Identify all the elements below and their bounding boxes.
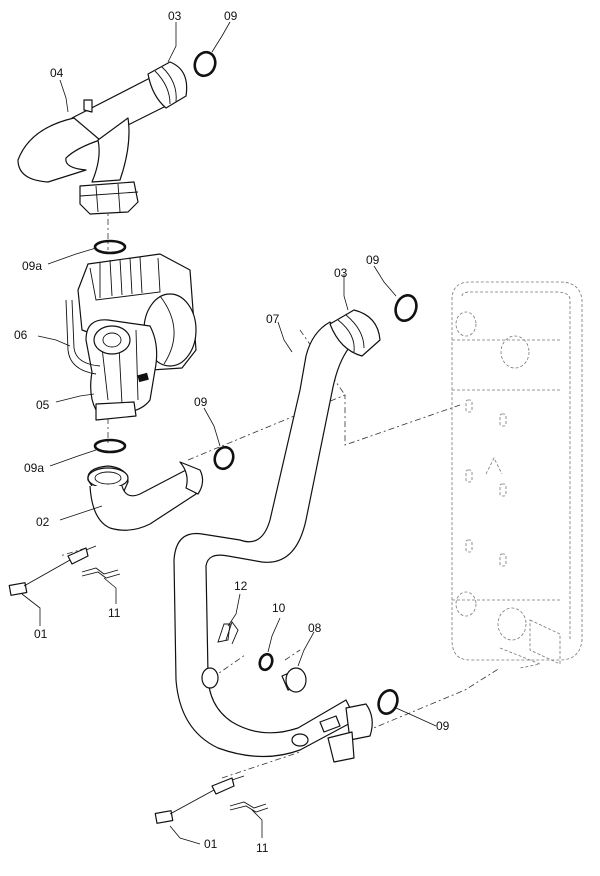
part-09-ring-mid <box>213 445 235 471</box>
callout-05: 05 <box>36 398 50 412</box>
part-01-temperature-sensor-bottom <box>154 775 245 824</box>
callout-02: 02 <box>36 515 50 529</box>
part-02-lower-elbow <box>87 461 204 531</box>
part-05-circulation-pump <box>77 253 197 421</box>
callout-08: 08 <box>308 621 322 635</box>
callout-09-mid: 09 <box>194 395 208 409</box>
callout-11-bottom: 11 <box>256 841 269 855</box>
part-04-upper-elbow-pipe <box>17 61 188 215</box>
callout-leader-lines <box>21 21 437 845</box>
callout-09a-bottom: 09a <box>24 461 44 475</box>
callout-12: 12 <box>234 579 248 593</box>
part-09-ring-top <box>193 50 217 78</box>
callout-01-bottom: 01 <box>204 837 218 851</box>
part-12-spring-clip <box>217 621 239 645</box>
part-09-ring-right-bottom <box>377 689 399 715</box>
part-08-plug-cap <box>281 667 307 693</box>
part-09a-ring-bottom <box>93 438 127 454</box>
callout-09a-top: 09a <box>22 259 42 273</box>
part-11-sensor-clip-top <box>81 567 121 579</box>
callout-01-top: 01 <box>34 627 48 641</box>
part-11-sensor-clip-bottom <box>229 801 269 813</box>
part-09-ring-right-top <box>394 294 418 322</box>
callout-09-top: 09 <box>224 9 238 23</box>
callout-07: 07 <box>266 312 280 326</box>
callout-09-right: 09 <box>366 253 380 267</box>
callout-10: 10 <box>272 601 286 615</box>
plate-heat-exchanger <box>451 281 583 669</box>
callout-06: 06 <box>14 328 28 342</box>
part-09a-ring-top <box>93 239 127 255</box>
part-01-temperature-sensor-top <box>8 545 97 596</box>
part-06-pump-cable <box>65 299 101 375</box>
callout-03-top: 03 <box>168 9 182 23</box>
part-07-long-connecting-pipe <box>173 309 381 763</box>
callout-09-bottom: 09 <box>436 719 450 733</box>
part-10-small-ring <box>258 652 274 672</box>
callout-04: 04 <box>50 66 64 80</box>
callout-03-right: 03 <box>334 266 348 280</box>
callout-11-top: 11 <box>108 606 121 620</box>
